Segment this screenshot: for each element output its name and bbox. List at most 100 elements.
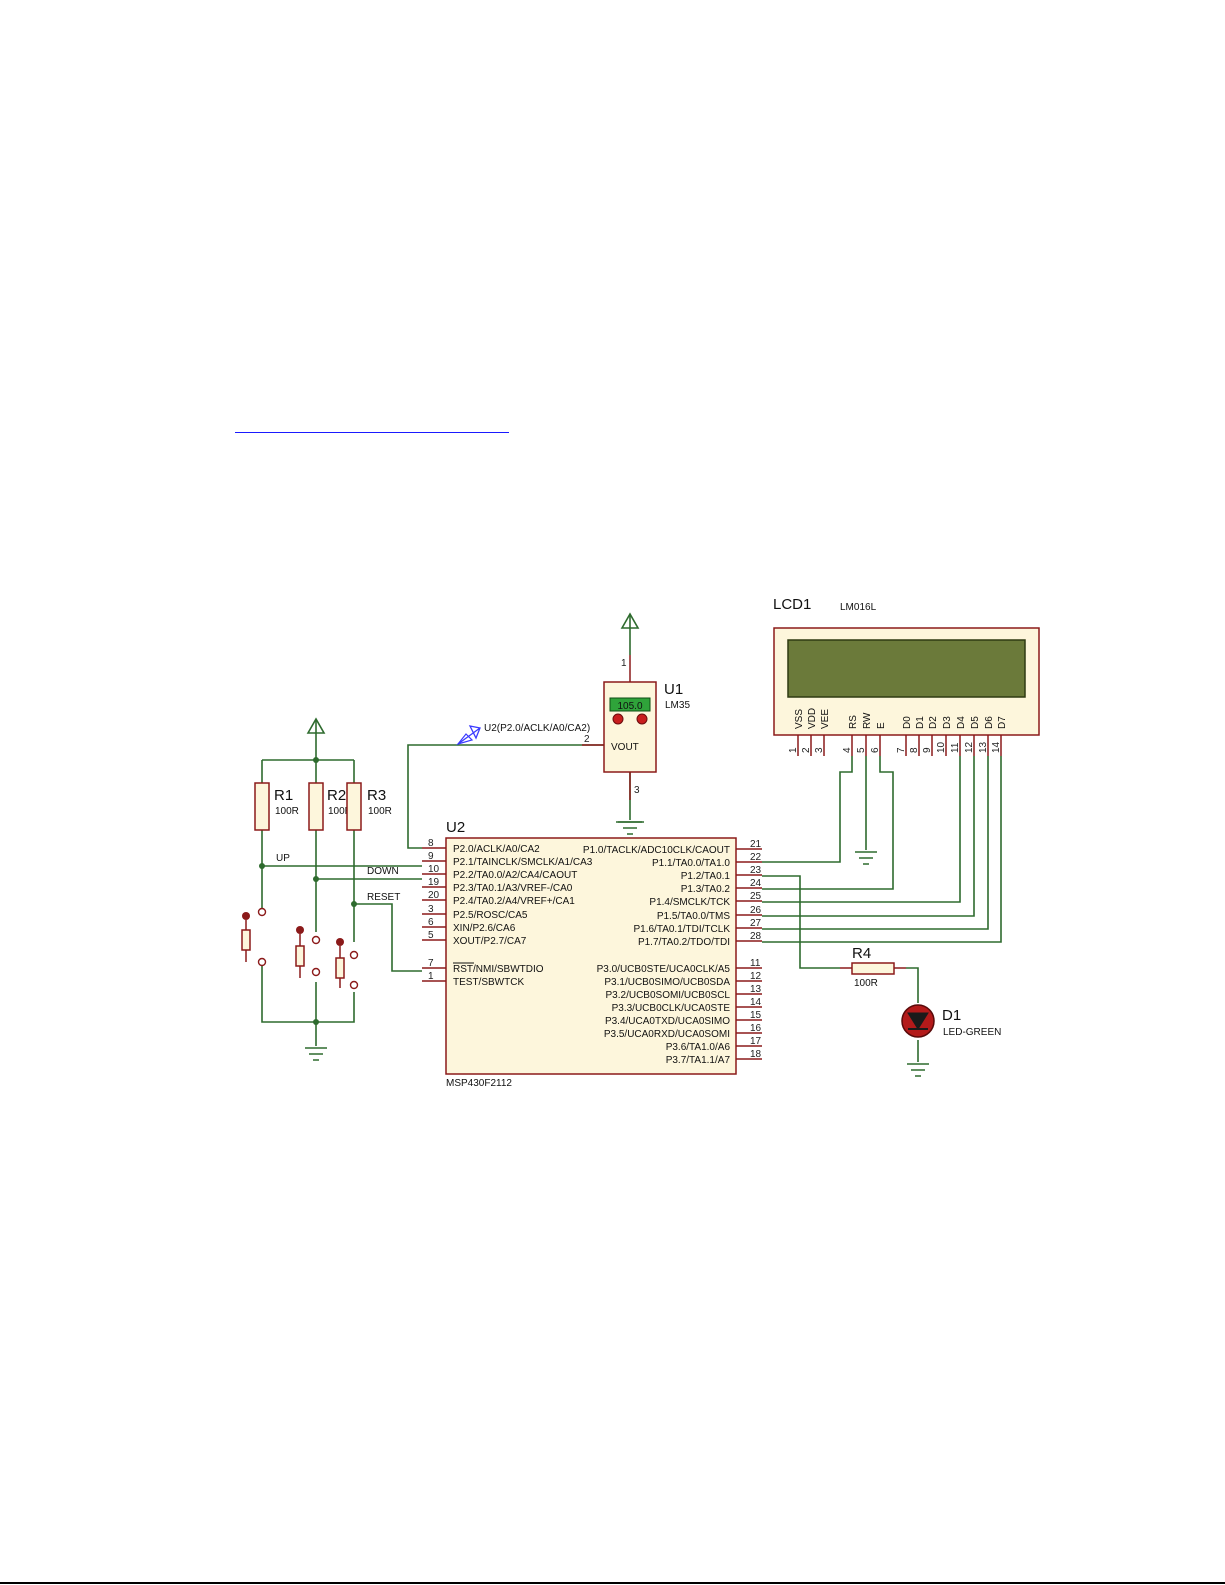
mcu-right-pin-number: 27 bbox=[750, 918, 762, 929]
mcu-right-pin-number: 14 bbox=[750, 997, 762, 1008]
mcu-left-pin-number: 5 bbox=[428, 930, 434, 941]
ground-symbol-led bbox=[907, 1063, 929, 1077]
lcd-pin-number: 4 bbox=[842, 747, 853, 753]
lcd-pin-name: D5 bbox=[970, 716, 981, 729]
lcd-pin-number: 12 bbox=[964, 741, 975, 753]
r4-resistor: R4 100R bbox=[840, 945, 906, 989]
ground-symbol-u1 bbox=[616, 821, 644, 835]
mcu-left-pin-name: P2.2/TA0.0/A2/CA4/CAOUT bbox=[453, 870, 577, 881]
mcu-right-pin-name: P3.1/UCB0SIMO/UCB0SDA bbox=[604, 977, 730, 988]
mcu-right-pin-number: 26 bbox=[750, 905, 762, 916]
u2-msp430: U2 MSP430F2112 8P2.0/ACLK/A0/CA29P2.1/TA… bbox=[422, 819, 762, 1089]
r3-resistor: R3 100R bbox=[346, 782, 392, 831]
r2-value: 100R bbox=[328, 806, 352, 817]
mcu-left-pin-name: P2.0/ACLK/A0/CA2 bbox=[453, 844, 540, 855]
lcd-pin-number: 3 bbox=[814, 747, 825, 753]
u1-pin-1: 1 bbox=[621, 658, 627, 669]
mcu-left-pin-name: P2.4/TA0.2/A4/VREF+/CA1 bbox=[453, 896, 575, 907]
mcu-right-pin-name: P3.0/UCB0STE/UCA0CLK/A5 bbox=[597, 964, 731, 975]
ground-symbol-buttons bbox=[305, 1047, 327, 1061]
pushbutton-down bbox=[295, 926, 321, 978]
lcd-ref: LCD1 bbox=[773, 596, 811, 613]
mcu-right-pin-number: 16 bbox=[750, 1023, 762, 1034]
r3-value: 100R bbox=[368, 806, 392, 817]
mcu-left-pin-number: 10 bbox=[428, 864, 440, 875]
mcu-right-pin-name: P1.4/SMCLK/TCK bbox=[649, 897, 730, 908]
u2-ref: U2 bbox=[446, 819, 465, 836]
mcu-right-pin-number: 15 bbox=[750, 1010, 762, 1021]
net-label-reset: RESET bbox=[367, 892, 400, 903]
mcu-right-pin-name: P1.1/TA0.0/TA1.0 bbox=[652, 858, 730, 869]
wires bbox=[261, 630, 1002, 1062]
r1-value: 100R bbox=[275, 806, 299, 817]
junction-dots bbox=[259, 757, 357, 1025]
mcu-left-pin-name: P2.5/ROSC/CA5 bbox=[453, 910, 528, 921]
mcu-right-pin-number: 22 bbox=[750, 852, 762, 863]
mcu-left-pin-name: XOUT/P2.7/CA7 bbox=[453, 936, 527, 947]
lcd-pin-name: D0 bbox=[902, 716, 913, 729]
pushbutton-reset bbox=[335, 938, 359, 990]
voltage-probe: U2(P2.0/ACLK/A0/CA2) bbox=[456, 723, 590, 746]
r4-value: 100R bbox=[854, 978, 878, 989]
mcu-right-pin-number: 28 bbox=[750, 931, 762, 942]
lcd-pin-name: RS bbox=[848, 715, 859, 729]
u1-ref: U1 bbox=[664, 681, 683, 698]
mcu-right-pin-name: P1.0/TACLK/ADC10CLK/CAOUT bbox=[583, 845, 730, 856]
d1-ref: D1 bbox=[942, 1007, 961, 1024]
u1-pin-2: 2 bbox=[584, 734, 590, 745]
mcu-right-pin-name: P3.4/UCA0TXD/UCA0SIMO bbox=[605, 1016, 730, 1027]
mcu-right-pin-name: P1.2/TA0.1 bbox=[681, 871, 731, 882]
mcu-right-pin-name: P3.7/TA1.1/A7 bbox=[666, 1055, 731, 1066]
lcd-pin-name: VEE bbox=[820, 709, 831, 729]
mcu-right-pin-number: 18 bbox=[750, 1049, 762, 1060]
u1-pin-3: 3 bbox=[634, 785, 640, 796]
mcu-right-pin-name: P3.6/TA1.0/A6 bbox=[666, 1042, 731, 1053]
r2-resistor: R2 100R bbox=[308, 782, 352, 831]
mcu-right-pin-name: P1.6/TA0.1/TDI/TCLK bbox=[633, 924, 730, 935]
power-symbol-u1 bbox=[620, 612, 640, 630]
mcu-left-pin-name: P2.3/TA0.1/A3/VREF-/CA0 bbox=[453, 883, 573, 894]
r4-ref: R4 bbox=[852, 945, 871, 962]
r2-ref: R2 bbox=[327, 787, 346, 804]
r3-ref: R3 bbox=[367, 787, 386, 804]
u1-lm35: 105.0 VOUT 1 2 3 U1 LM35 bbox=[582, 655, 690, 800]
mcu-left-pin-number: 19 bbox=[428, 877, 440, 888]
lcd-pin-name: D6 bbox=[984, 716, 995, 729]
hyperlink-underline[interactable] bbox=[235, 432, 509, 433]
lcd-pin-number: 9 bbox=[922, 747, 933, 753]
mcu-right-pin-number: 21 bbox=[750, 839, 762, 850]
mcu-right-pin-number: 12 bbox=[750, 971, 762, 982]
mcu-right-pin-number: 17 bbox=[750, 1036, 762, 1047]
mcu-right-pin-name: P3.3/UCB0CLK/UCA0STE bbox=[612, 1003, 731, 1014]
mcu-right-pin-name: P1.7/TA0.2/TDO/TDI bbox=[638, 937, 730, 948]
lcd-pin-number: 13 bbox=[978, 741, 989, 753]
u1-vout-label: VOUT bbox=[611, 742, 639, 753]
mcu-right-pin-name: P3.5/UCA0RXD/UCA0SOMI bbox=[604, 1029, 730, 1040]
lcd-pin-name: D1 bbox=[915, 716, 926, 729]
ground-symbol-lcd bbox=[855, 851, 877, 865]
lcd-pin-number: 11 bbox=[950, 742, 961, 753]
probe-label: U2(P2.0/ACLK/A0/CA2) bbox=[484, 723, 590, 734]
mcu-left-pin-number: 7 bbox=[428, 958, 434, 969]
lcd-pin-number: 10 bbox=[936, 741, 947, 753]
lcd-pin-name: D3 bbox=[942, 716, 953, 729]
mcu-left-pin-name: P2.1/TAINCLK/SMCLK/A1/CA3 bbox=[453, 857, 593, 868]
lcd-pin-number: 2 bbox=[801, 747, 812, 753]
mcu-right-pin-name: P3.2/UCB0SOMI/UCB0SCL bbox=[606, 990, 731, 1001]
lcd-pin-name: VDD bbox=[807, 708, 818, 729]
lcd-pin-name: E bbox=[876, 722, 887, 729]
mcu-left-pin-name: XIN/P2.6/CA6 bbox=[453, 923, 516, 934]
mcu-left-pin-number: 3 bbox=[428, 904, 434, 915]
mcu-right-pin-number: 11 bbox=[750, 958, 761, 969]
mcu-left-pin-number: 1 bbox=[428, 971, 434, 982]
lcd-pin-number: 8 bbox=[909, 747, 920, 753]
mcu-left-pin-number: 6 bbox=[428, 917, 434, 928]
mcu-left-pin-number: 8 bbox=[428, 838, 434, 849]
net-label-down: DOWN bbox=[367, 866, 399, 877]
mcu-left-pin-number: 9 bbox=[428, 851, 434, 862]
lcd-pin-number: 5 bbox=[856, 747, 867, 753]
mcu-right-pin-number: 23 bbox=[750, 865, 762, 876]
lcd-pin-name: D4 bbox=[956, 716, 967, 729]
u1-value: LM35 bbox=[665, 700, 690, 711]
